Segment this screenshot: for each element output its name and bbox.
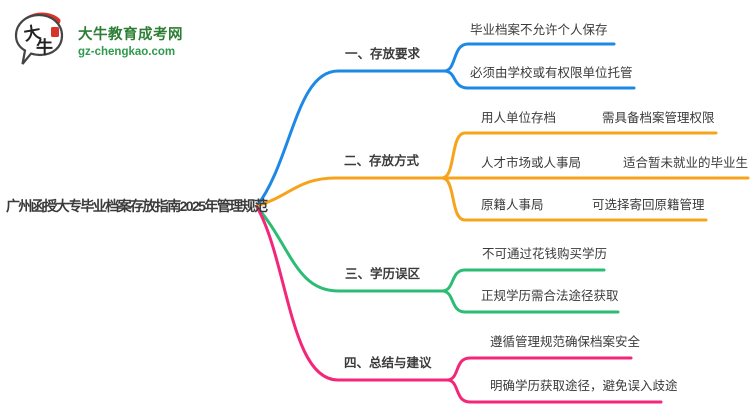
branch-2-lines — [255, 131, 750, 222]
logo-seal — [51, 27, 59, 37]
node-legal-channels[interactable]: 正规学历需合法途径获取 — [481, 289, 619, 303]
logo-char-1: 大 — [22, 22, 42, 46]
connector-line — [255, 205, 444, 293]
logo-speech-bubble — [14, 13, 64, 65]
node-school-or-authorized-custody[interactable]: 必须由学校或有权限单位托管 — [470, 66, 633, 80]
note-hometown-personnel-bureau[interactable]: 可选择寄回原籍管理 — [592, 198, 705, 212]
branch-label-storage-methods[interactable]: 二、存放方式 — [344, 154, 420, 168]
connector-line — [255, 69, 446, 208]
branch-4-lines — [255, 205, 663, 404]
node-hometown-personnel-bureau[interactable]: 原籍人事局 — [481, 198, 544, 212]
node-talent-market[interactable]: 人才市场或人事局 — [481, 156, 582, 170]
branch-3-lines — [255, 205, 620, 314]
note-talent-market[interactable]: 适合暂未就业的毕业生 — [623, 156, 749, 170]
node-no-personal-keeping[interactable]: 毕业档案不允许个人保存 — [470, 23, 608, 37]
node-follow-regulations[interactable]: 遵循管理规范确保档案安全 — [490, 335, 641, 349]
connector-line — [442, 69, 636, 90]
connector-line — [255, 205, 449, 382]
site-name: 大牛教育成考网 — [78, 26, 183, 43]
node-avoid-wrong-path[interactable]: 明确学历获取途径，避免误入歧途 — [490, 379, 678, 393]
branch-label-storage-requirements[interactable]: 一、存放要求 — [345, 47, 421, 61]
connector-line — [255, 176, 444, 208]
connector-line — [440, 289, 620, 314]
connector-line — [445, 356, 633, 382]
branch-label-diploma-misconceptions[interactable]: 三、学历误区 — [345, 267, 421, 281]
branch-label-summary-advice[interactable]: 四、总结与建议 — [344, 356, 432, 370]
branch-1-lines — [255, 42, 636, 208]
site-domain: gz-chengkao.com — [78, 45, 176, 58]
root-node-title[interactable]: 广州函授大专毕业档案存放指南2025年管理规范 — [6, 198, 268, 214]
connector-line — [440, 176, 708, 222]
connector-line — [440, 268, 606, 293]
note-employer-archive[interactable]: 需具备档案管理权限 — [602, 111, 715, 125]
daniu-logo-icon: 大 牛 — [14, 12, 64, 65]
logo-char-2: 牛 — [36, 37, 53, 58]
site-logo[interactable]: 大 牛 大牛教育成考网 gz-chengkao.com — [10, 10, 183, 70]
node-employer-archive[interactable]: 用人单位存档 — [481, 111, 557, 125]
node-no-buying-diploma[interactable]: 不可通过花钱购买学历 — [482, 247, 608, 261]
logo-text-block: 大牛教育成考网 gz-chengkao.com — [78, 23, 183, 58]
connector-line — [440, 131, 718, 180]
connector-line — [445, 378, 663, 404]
